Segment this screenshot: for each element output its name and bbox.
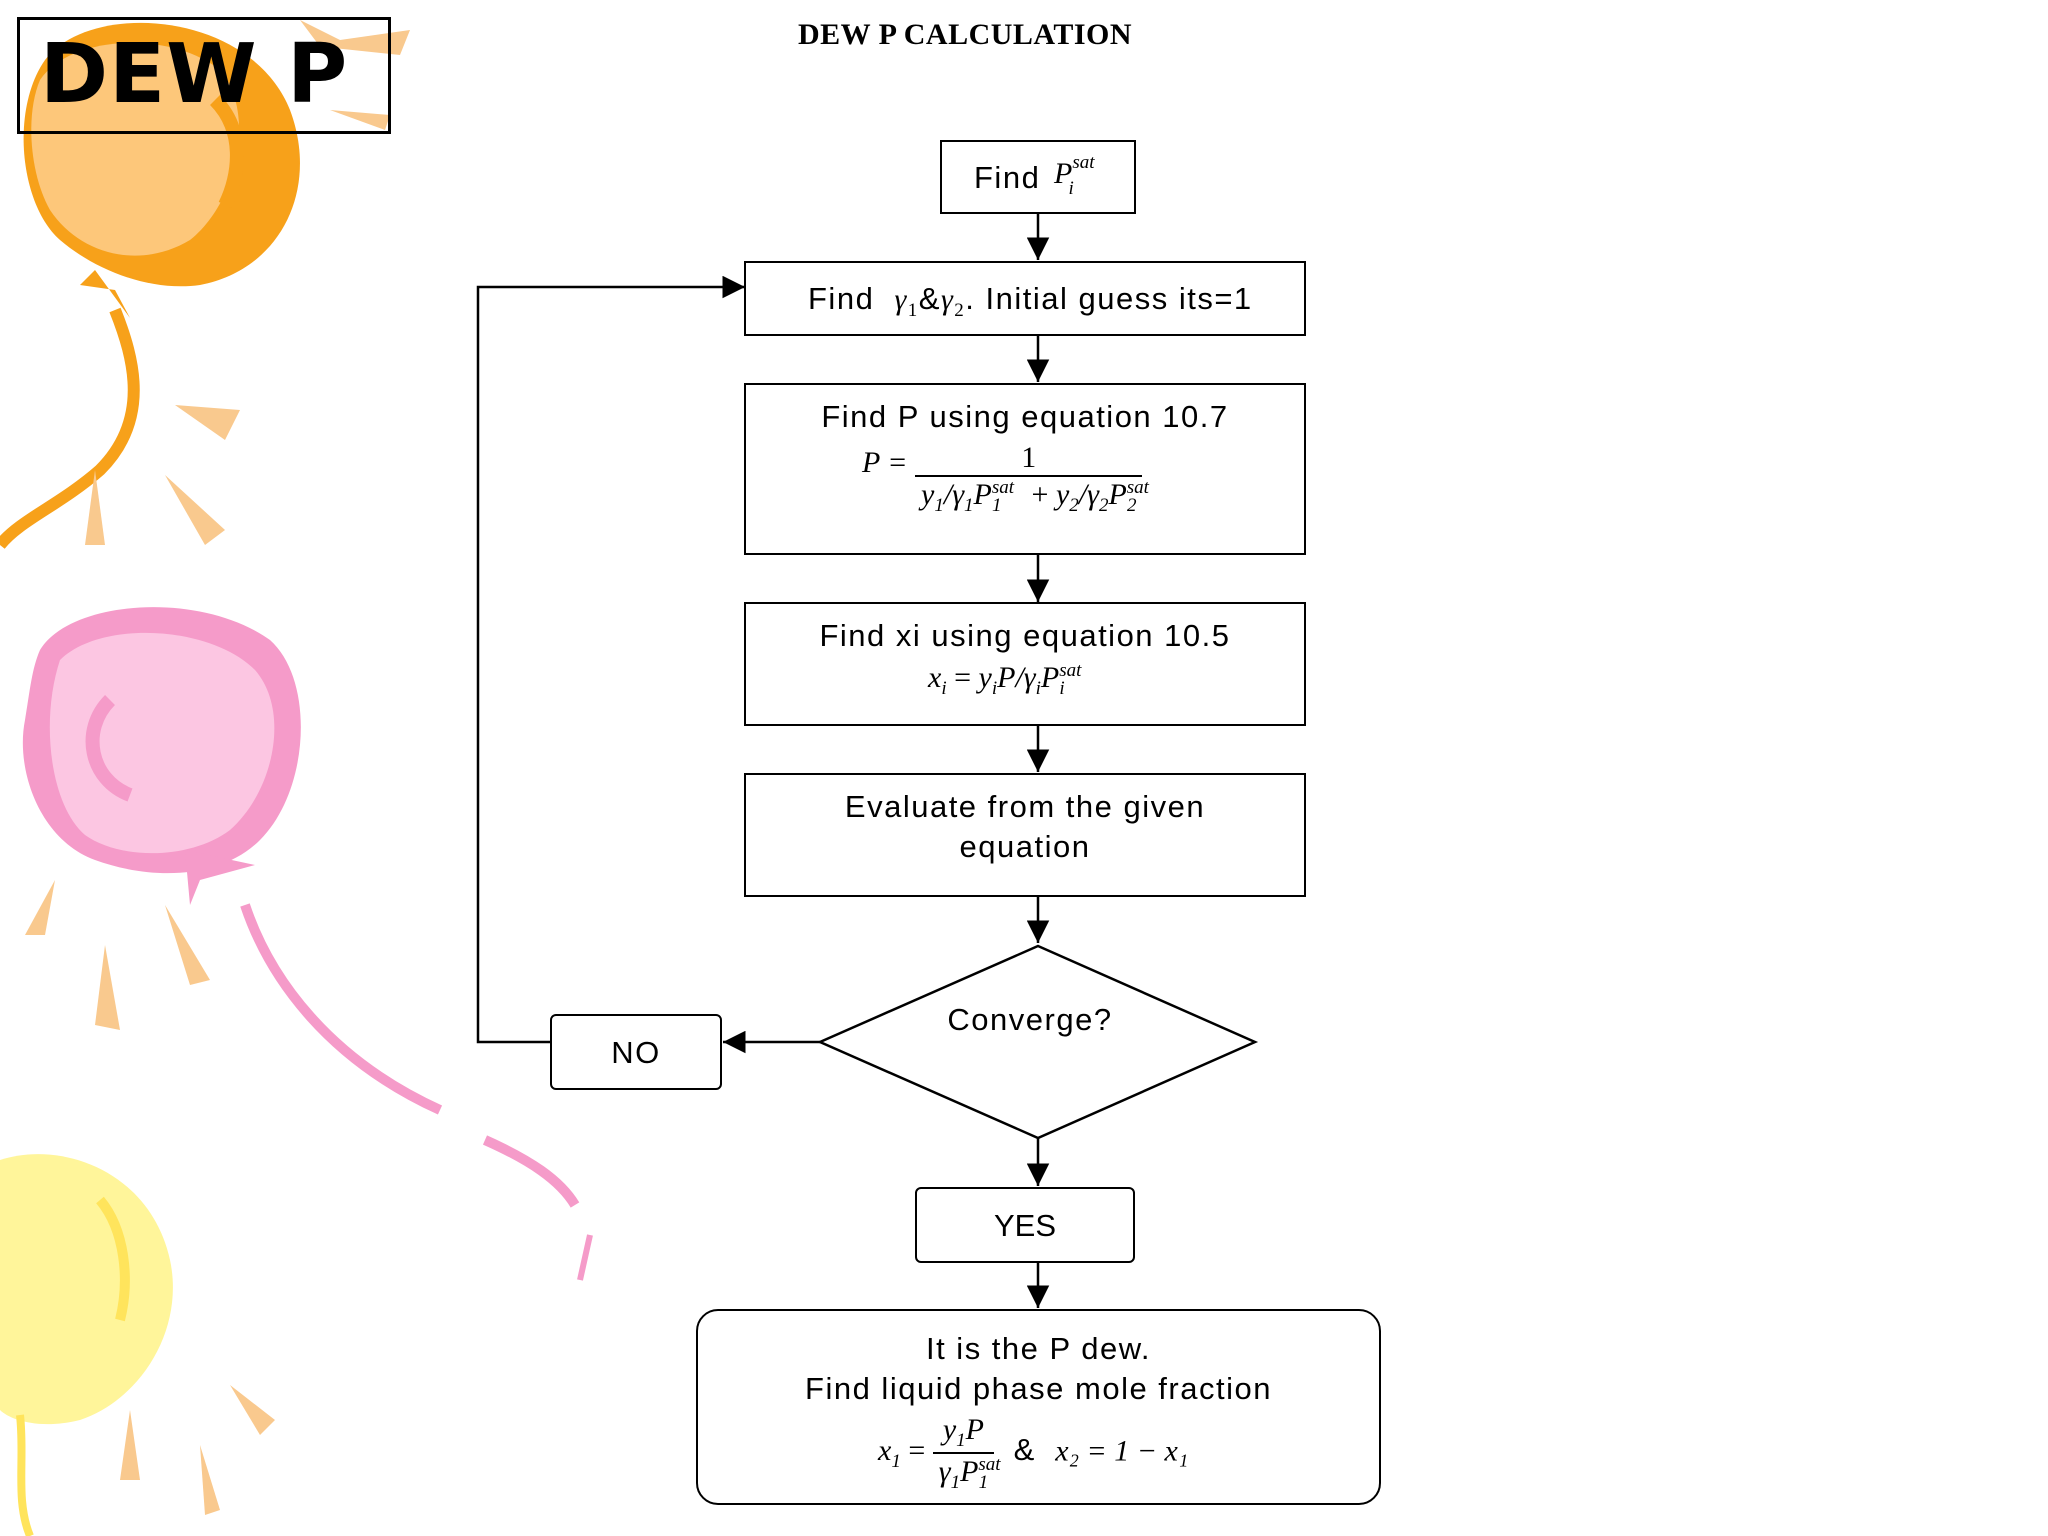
equation-10-7: P = 1 y1/γ1Psat1 + y2/γ2Psat2	[862, 441, 1149, 516]
equation-10-5: xi = yiP/γiPsati	[928, 660, 1082, 699]
step-find-xi: Find xi using equation 10.5 xi = yiP/γiP…	[744, 602, 1306, 726]
gamma1-symbol: γ1	[894, 283, 919, 321]
step-find-gamma-label: Find γ1&γ2. Initial guess its=1	[808, 281, 1253, 321]
orange-balloon-icon	[0, 22, 300, 549]
sun-rays-icon	[25, 20, 410, 1515]
pink-balloon-icon	[22, 607, 593, 1281]
step-find-psat-label: Find	[974, 160, 1041, 195]
yes-box: YES	[915, 1187, 1135, 1263]
gamma2-symbol: γ2	[940, 283, 966, 321]
step-evaluate: Evaluate from the given equation	[744, 773, 1306, 897]
page-title: DEW P CALCULATION	[797, 18, 1133, 51]
yellow-balloon-icon	[0, 1154, 173, 1536]
step-find-psat: Find Psati	[940, 140, 1136, 214]
step-evaluate-line1: Evaluate from the given	[844, 789, 1206, 824]
final-line2: Find liquid phase mole fraction	[805, 1371, 1272, 1406]
step-find-p: Find P using equation 10.7 P = 1 y1/γ1Ps…	[744, 383, 1306, 555]
decision-label: Converge?	[947, 1002, 1113, 1037]
step-evaluate-line2: equation	[959, 829, 1091, 864]
yes-label: YES	[993, 1208, 1057, 1243]
slide-label-box: DEW P	[17, 17, 391, 134]
final-result: It is the P dew. Find liquid phase mole …	[696, 1309, 1381, 1505]
step-find-gamma: Find γ1&γ2. Initial guess its=1	[744, 261, 1306, 336]
decision-diamond	[816, 944, 1259, 1140]
step-find-xi-label: Find xi using equation 10.5	[819, 618, 1231, 653]
balloon-decoration	[0, 20, 593, 1536]
no-label: NO	[611, 1035, 661, 1070]
final-line1: It is the P dew.	[925, 1331, 1152, 1366]
no-box: NO	[550, 1014, 722, 1090]
slide-label: DEW P	[40, 27, 349, 122]
psat-symbol: Psati	[1054, 152, 1095, 199]
arrow-no-loop	[476, 275, 745, 1044]
step-find-p-label: Find P using equation 10.7	[821, 399, 1229, 434]
